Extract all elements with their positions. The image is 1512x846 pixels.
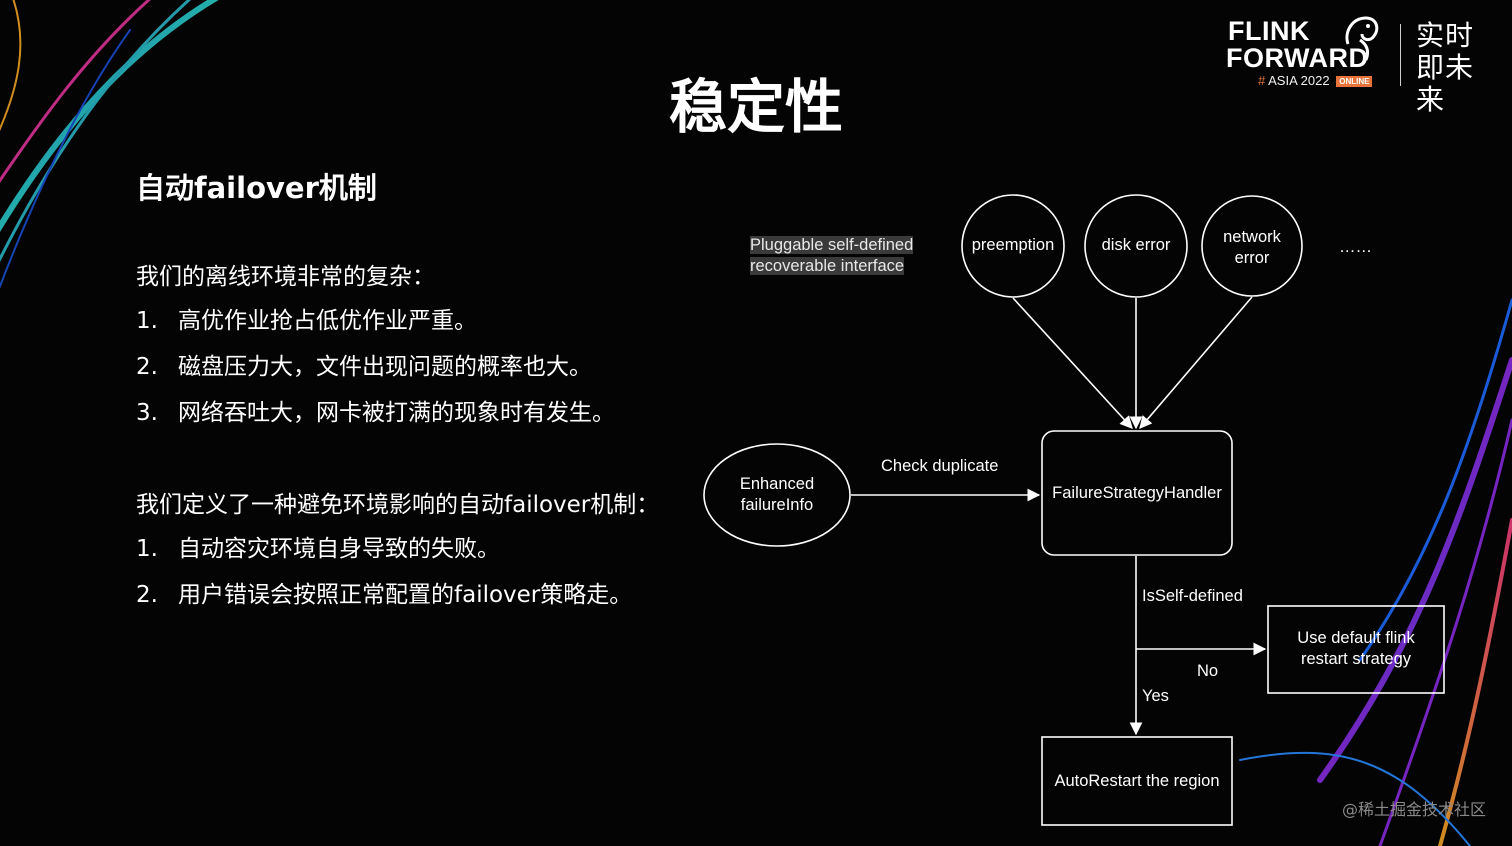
problem-text: 高优作业抢占低优作业严重。 [178,308,477,334]
failure-strategy-handler-label: FailureStrategyHandler [1052,484,1222,502]
failure-strategy-handler-node [1041,430,1233,556]
interface-label-line2: recoverable interface [750,257,905,275]
problems-intro: 我们的离线环境非常的复杂： [136,264,435,290]
check-duplicate-label: Check duplicate [881,457,999,475]
brand-forward-text: FORWARD [1226,43,1369,73]
brand-divider [1400,24,1401,86]
watermark: @稀土掘金技术社区 [1341,800,1486,819]
network-error-arrow [1139,296,1253,429]
brand-event: # ASIA 2022 ONLINE [1258,73,1373,88]
default-line2: restart strategy [1300,650,1412,668]
squirrel-icon [1345,16,1379,61]
problem-number: 3. [136,400,158,426]
brand-flink-text: FLINK [1228,16,1310,46]
solution-item: 1. 自动容灾环境自身导致的失败。 [136,534,500,564]
solution-number: 1. [136,536,158,562]
online-badge: ONLINE [1336,76,1373,87]
default-restart-label: Use default flink restart strategy [1268,628,1444,670]
disk-error-label: disk error [1101,236,1171,254]
solution-text: 用户错误会按照正常配置的failover策略走。 [178,582,633,608]
section-subtitle: 自动failover机制 [136,171,377,205]
enhanced-line1: Enhanced [739,475,815,493]
yes-label: Yes [1142,687,1169,705]
brand-slogan: 实时即未来 [1416,19,1475,116]
brand-hash: # [1258,73,1266,88]
no-label: No [1197,662,1219,680]
default-line1: Use default flink [1297,629,1415,647]
enhanced-line2: failureInfo [740,496,814,514]
problem-number: 1. [136,308,158,334]
slide-title: 稳定性 [668,73,843,141]
solution-intro: 我们定义了一种避免环境影响的自动failover机制： [136,492,660,518]
preemption-arrow [1012,297,1133,429]
default-restart-node [1267,605,1445,694]
solution-text: 自动容灾环境自身导致的失败。 [178,536,500,562]
problem-text: 网络吞吐大，网卡被打满的现象时有发生。 [178,400,615,426]
network-error-line2: error [1234,249,1270,267]
enhanced-failureinfo-node [703,443,851,547]
auto-restart-label: AutoRestart the region [1054,772,1220,790]
problem-number: 2. [136,354,158,380]
disk-error-node [1084,194,1188,298]
interface-label-line1: Pluggable self-defined [750,236,914,254]
enhanced-failureinfo-label: Enhanced failureInfo [704,474,850,516]
problem-item: 3. 网络吞吐大，网卡被打满的现象时有发生。 [136,398,615,428]
flink-forward-logo: FLINK FORWARD # ASIA 2022 ONLINE 实时即未来 [1222,14,1502,116]
network-error-line1: network [1223,228,1281,246]
network-error-node [1201,195,1303,297]
preemption-label: preemption [971,236,1055,254]
solution-item: 2. 用户错误会按照正常配置的failover策略走。 [136,580,632,610]
problem-item: 2. 磁盘压力大，文件出现问题的概率也大。 [136,352,592,382]
problem-item: 1. 高优作业抢占低优作业严重。 [136,306,477,336]
preemption-node [961,194,1065,298]
brand-event-name: ASIA 2022 [1268,73,1330,88]
is-self-defined-label: IsSelf-defined [1142,587,1243,605]
pluggable-interface-label: Pluggable self-defined recoverable inter… [750,235,914,277]
problem-text: 磁盘压力大，文件出现问题的概率也大。 [178,354,592,380]
network-error-label: network error [1202,227,1302,269]
solution-number: 2. [136,582,158,608]
more-causes-ellipsis: …… [1339,238,1372,256]
auto-restart-node [1041,736,1233,826]
